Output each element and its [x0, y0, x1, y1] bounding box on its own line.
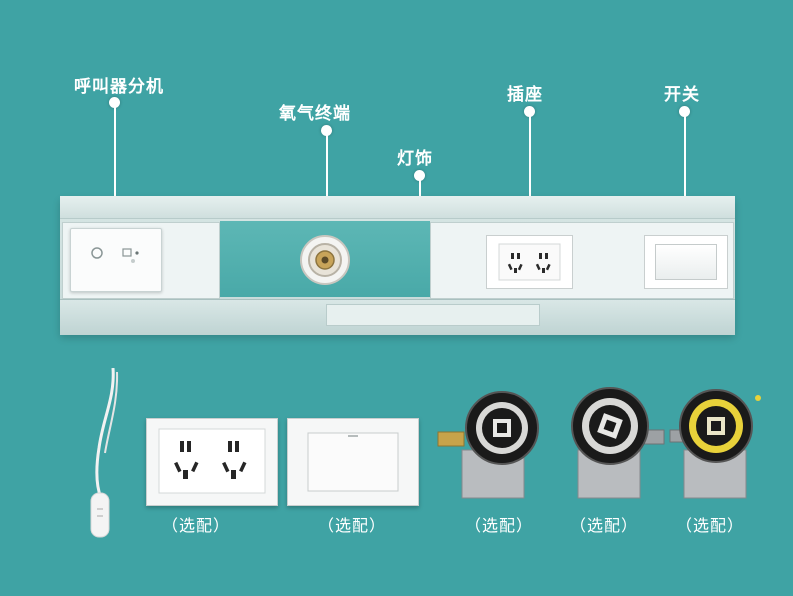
gas-valve-icon[interactable]: [432, 388, 554, 506]
switch-callout-dot: [679, 106, 690, 117]
rail-top-strip: [60, 196, 735, 219]
gas-valve-icon[interactable]: [556, 384, 668, 504]
oxygen-terminal-label: 氧气终端: [279, 104, 351, 124]
call-unit-callout-line: [114, 107, 116, 229]
socket-callout-dot: [524, 106, 535, 117]
gas-valve-icon[interactable]: [666, 384, 774, 504]
oxygen-callout-dot: [321, 125, 332, 136]
call-unit-device[interactable]: [70, 228, 162, 292]
oxygen-port-icon[interactable]: [298, 233, 353, 288]
lamp-callout-dot: [414, 170, 425, 181]
optional-double-socket[interactable]: [146, 418, 278, 506]
call-unit-callout-dot: [109, 97, 120, 108]
optional-label-5: （选配）: [676, 516, 745, 535]
socket-label: 插座: [507, 85, 543, 105]
call-unit-icon: [91, 247, 139, 263]
optional-label-2: （选配）: [318, 516, 387, 535]
rocker-switch-icon[interactable]: [644, 235, 728, 289]
socket-callout-line: [529, 116, 531, 238]
power-socket-icon: [158, 428, 266, 494]
bed-head-rail: [60, 196, 735, 335]
socket-holes: [498, 243, 561, 281]
switch-rocker[interactable]: [655, 244, 717, 280]
optional-label-4: （选配）: [570, 516, 639, 535]
power-socket-icon[interactable]: [486, 235, 573, 289]
optional-switch[interactable]: [287, 418, 419, 506]
switch-label: 开关: [664, 85, 700, 105]
lamp-decoration-label: 灯饰: [397, 149, 433, 169]
switch-callout-line: [684, 116, 686, 238]
optional-label-3: （选配）: [465, 516, 534, 535]
oxygen-callout-line: [326, 135, 328, 232]
rocker-switch-icon: [307, 432, 399, 492]
optional-label-1: （选配）: [162, 516, 231, 535]
lamp-strip: [326, 304, 540, 326]
call-pendant-icon[interactable]: [85, 368, 125, 538]
call-unit-label: 呼叫器分机: [74, 77, 164, 97]
